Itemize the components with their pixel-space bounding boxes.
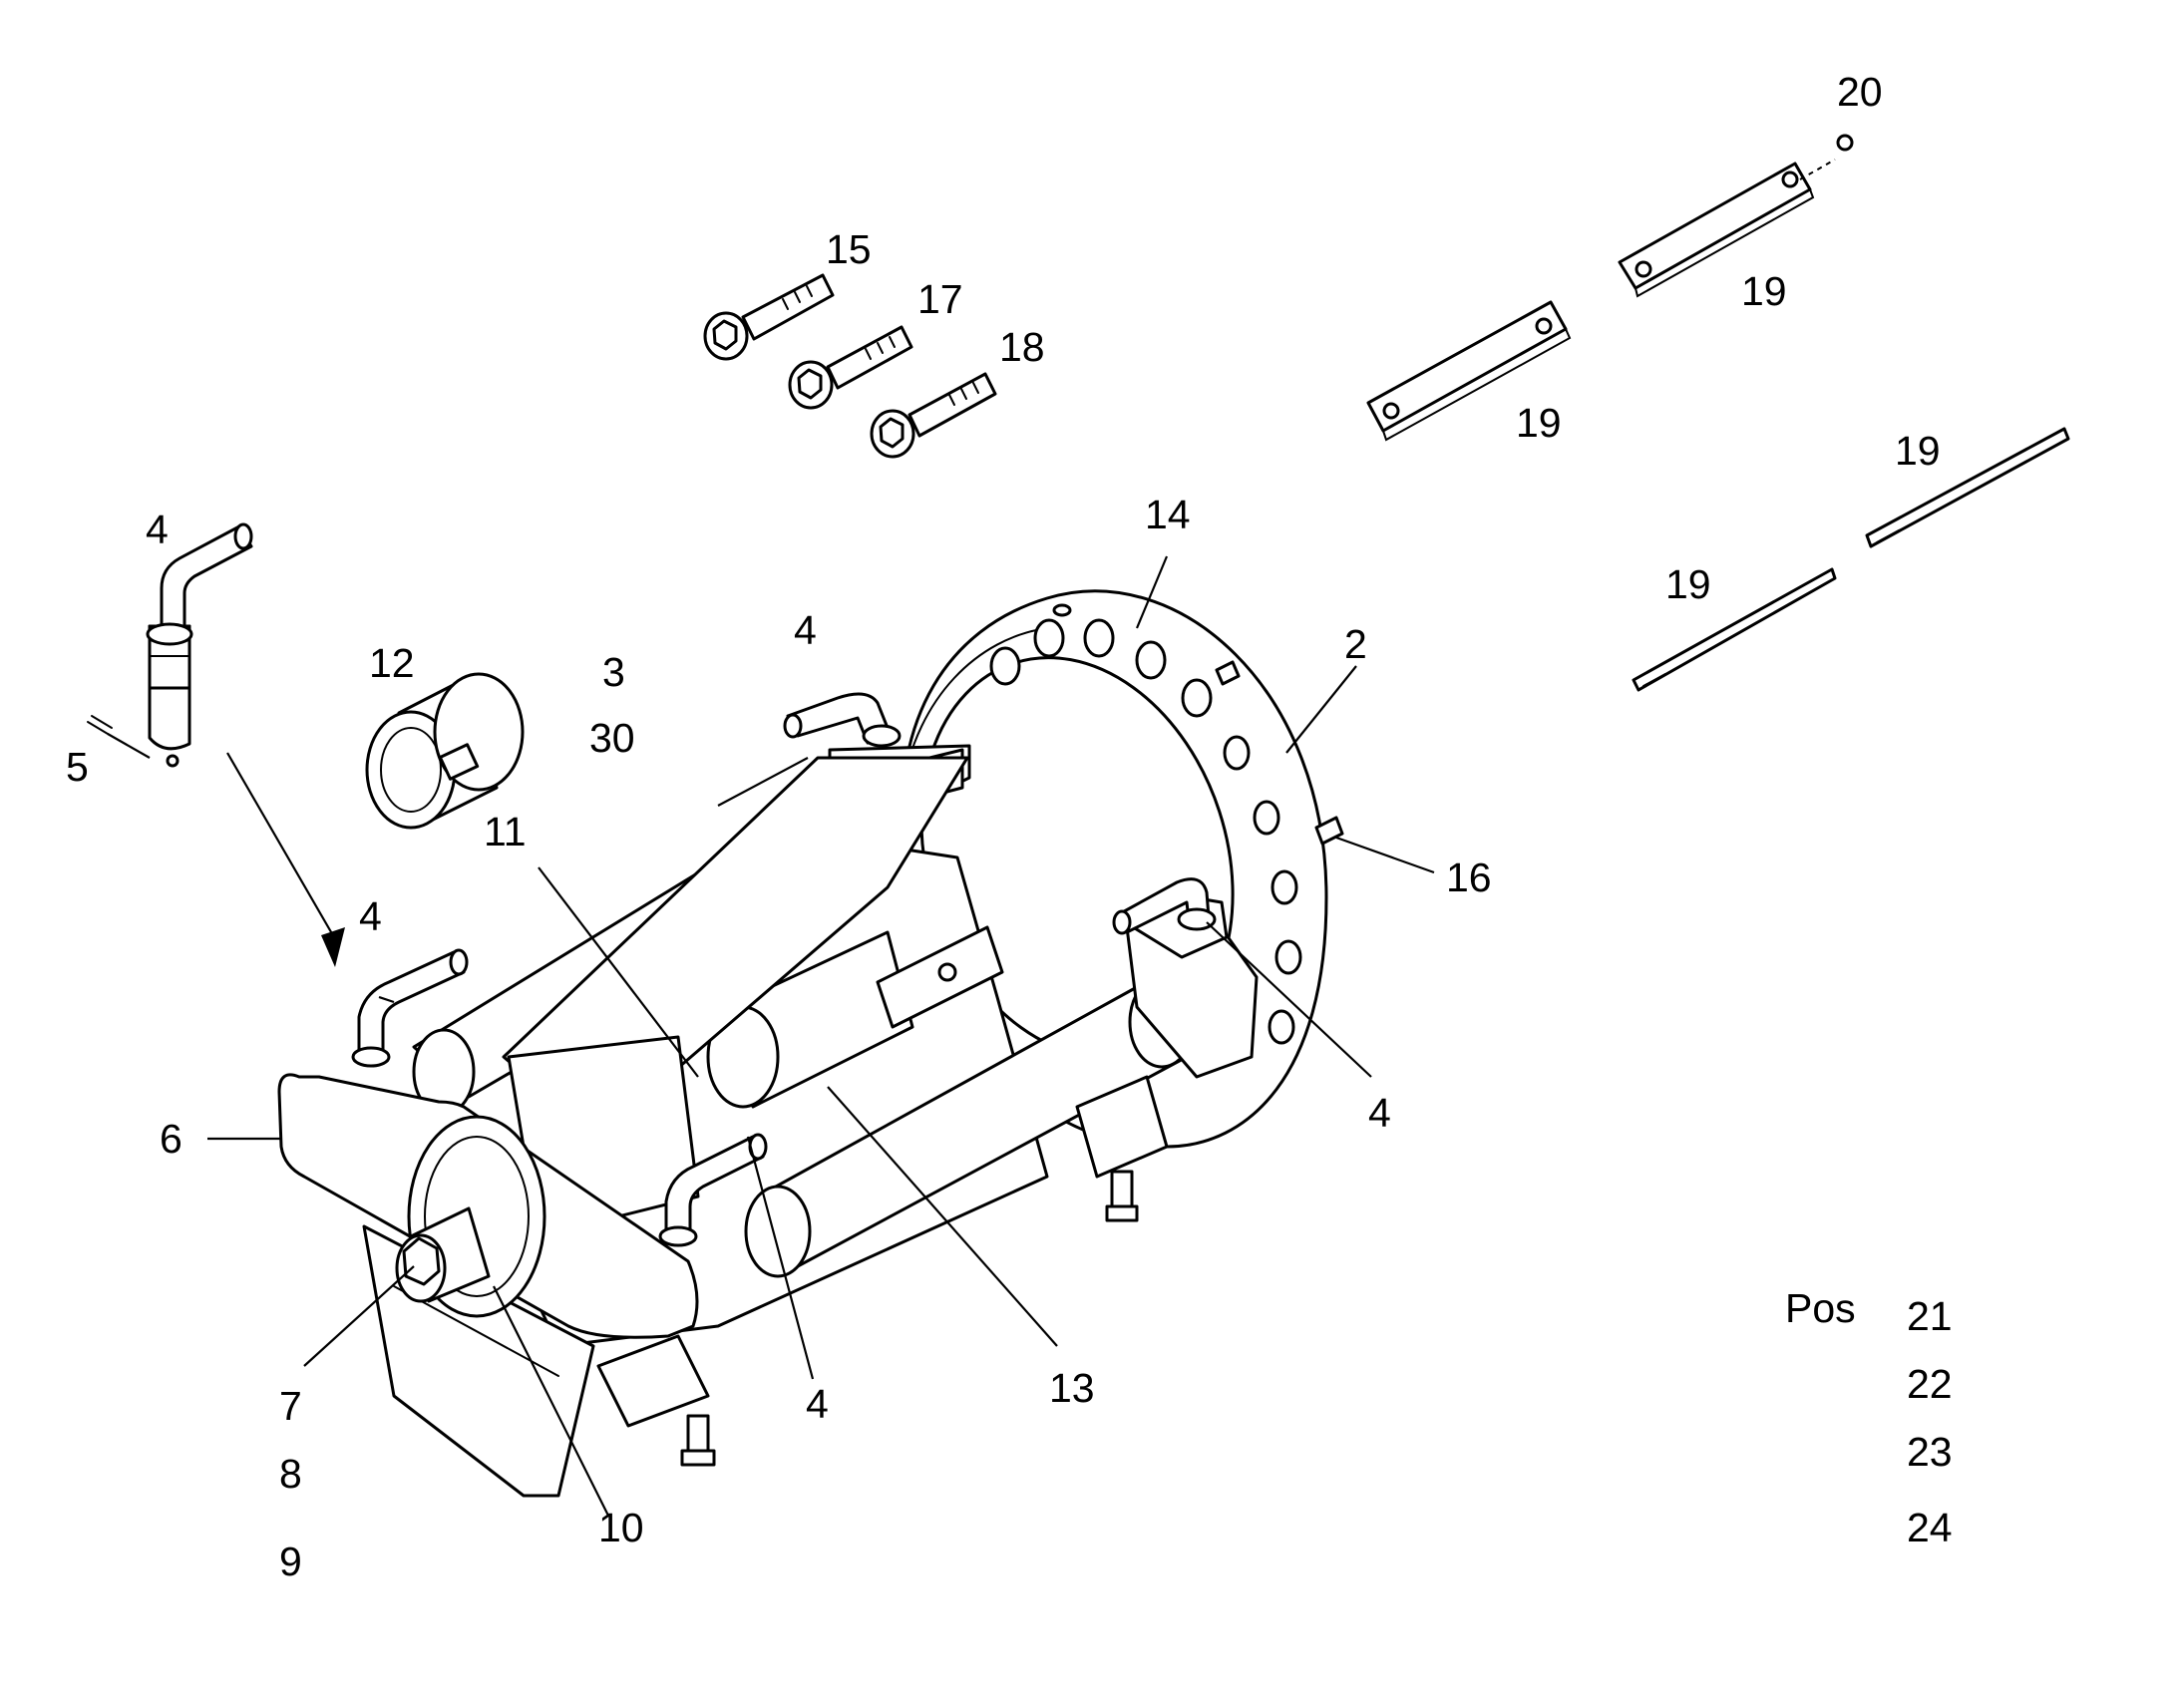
callout-3: 3 (602, 649, 625, 695)
leader-lines (207, 555, 1435, 1517)
callout-5: 5 (66, 744, 89, 790)
position-item: 21 (1907, 1293, 1953, 1339)
position-list: Pos 21 22 23 24 (1785, 1285, 1953, 1550)
callout-19: 19 (1741, 268, 1787, 314)
callout-16: 16 (1446, 854, 1492, 900)
callout-7: 7 (279, 1383, 302, 1429)
insertion-arrow (321, 927, 345, 967)
callout-19: 19 (1516, 400, 1562, 446)
callout-19: 19 (1665, 561, 1711, 607)
hook-4-left (351, 948, 469, 1068)
callout-18: 18 (999, 324, 1045, 370)
callout-12: 12 (369, 640, 415, 686)
strip-19-b (1618, 134, 1854, 298)
callout-6: 6 (160, 1116, 182, 1162)
split-pin-5 (87, 715, 151, 759)
bolt-7 (395, 1206, 491, 1303)
screw-17 (788, 325, 913, 410)
position-item: 24 (1907, 1505, 1953, 1550)
callout-13: 13 (1049, 1365, 1095, 1411)
callout-17: 17 (917, 276, 963, 322)
callout-labels: 4 5 12 3 30 11 4 6 7 8 9 10 4 13 4 14 2 … (66, 69, 1941, 1584)
hook-4-top (783, 692, 902, 748)
callout-8: 8 (279, 1451, 302, 1497)
strip-19-c (1632, 567, 1837, 692)
callout-2: 2 (1344, 621, 1367, 667)
strip-19-a (1366, 300, 1572, 442)
callout-20: 20 (1837, 69, 1883, 115)
hook-4-bottom (658, 1133, 768, 1247)
callout-15: 15 (826, 226, 872, 272)
position-list-label: Pos (1785, 1285, 1856, 1331)
callout-4: 4 (1368, 1090, 1391, 1136)
bushing-12 (365, 672, 525, 830)
callout-30: 30 (589, 715, 635, 761)
pin-4-loose (146, 522, 253, 768)
callout-11: 11 (484, 809, 527, 854)
strip-19-d (1865, 427, 2070, 548)
hook-4-right (1112, 877, 1217, 935)
screw-15 (703, 273, 835, 361)
callout-9: 9 (279, 1538, 302, 1584)
callout-19: 19 (1895, 428, 1941, 474)
callout-10: 10 (598, 1505, 644, 1550)
callout-4: 4 (146, 507, 169, 552)
callout-4: 4 (359, 893, 382, 939)
callout-14: 14 (1145, 492, 1191, 537)
position-item: 23 (1907, 1429, 1953, 1475)
callout-4: 4 (794, 607, 817, 653)
position-item: 22 (1907, 1361, 1953, 1407)
callout-4: 4 (806, 1381, 829, 1427)
screw-18 (870, 372, 997, 459)
